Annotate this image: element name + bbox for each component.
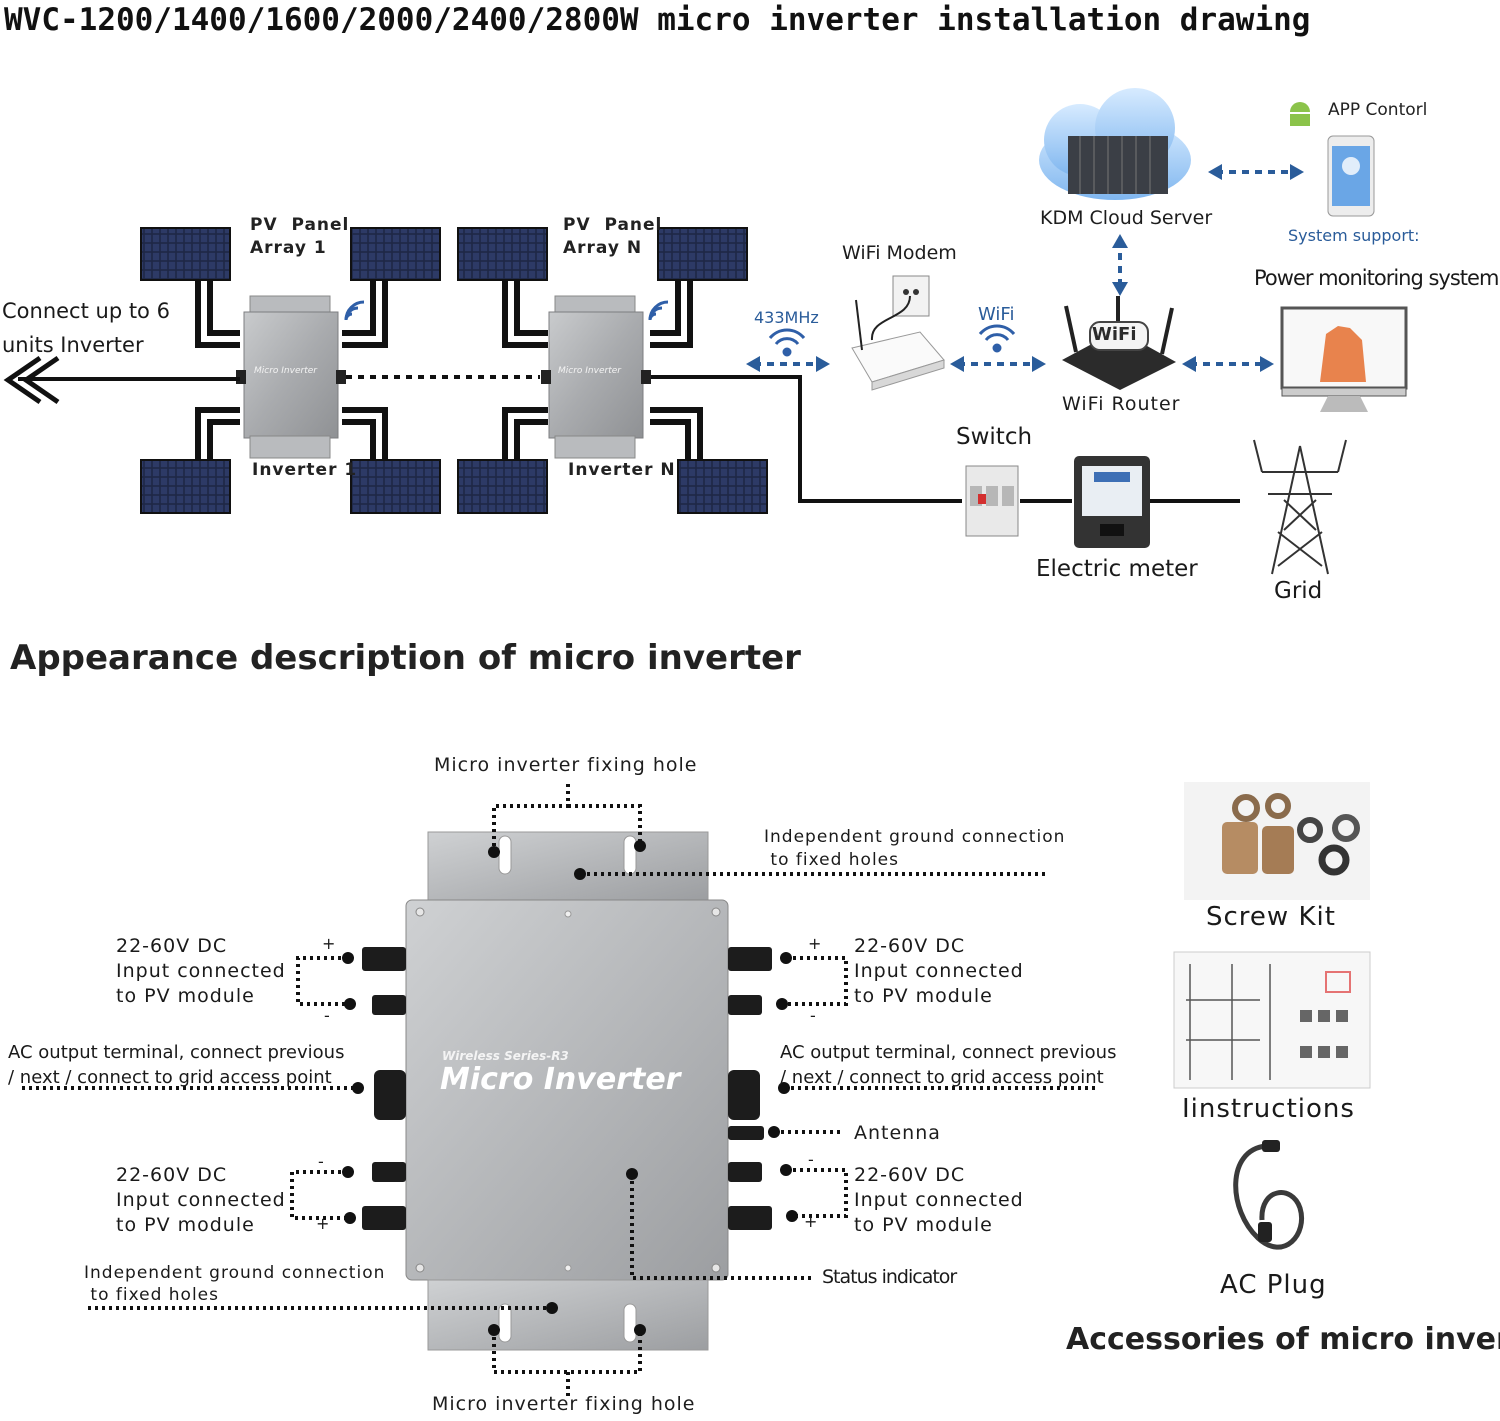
accessories-heading: Accessories of micro inverter xyxy=(1066,1322,1500,1357)
inverter-series-text: Wireless Series-R3 xyxy=(442,1049,569,1063)
label-wifi: WiFi xyxy=(978,304,1015,325)
label-wifi-modem: WiFi Modem xyxy=(842,242,957,264)
label-app-control: APP Contorl xyxy=(1328,100,1428,120)
pv-panels xyxy=(140,227,768,514)
switch-breaker-icon xyxy=(965,465,1019,537)
polarity-minus-tr: - xyxy=(810,1006,816,1025)
label-system-support: System support: xyxy=(1288,226,1420,245)
leader-lines xyxy=(22,784,1098,1398)
label-power-monitoring: Power monitoring system xyxy=(1254,266,1499,290)
polarity-minus-tl: - xyxy=(324,1006,330,1025)
ac-plug-image xyxy=(1233,1140,1304,1250)
label-fixing-hole-bottom: Micro inverter fixing hole xyxy=(432,1393,696,1415)
left-arrow-icon xyxy=(3,355,60,405)
label-inverter-1: Inverter 1 xyxy=(252,460,358,480)
comm-arrows xyxy=(754,170,1296,366)
phone-icon xyxy=(1327,135,1375,217)
label-cloud-server: KDM Cloud Server xyxy=(1040,207,1213,229)
inverter-name-text: Micro Inverter xyxy=(440,1062,681,1097)
label-ac-left: AC output terminal, connect previous / n… xyxy=(8,1042,345,1088)
pv-cables xyxy=(195,280,703,460)
wifi-modem-device xyxy=(851,275,945,391)
monitor-icon xyxy=(1280,306,1408,412)
label-433mhz: 433MHz xyxy=(754,308,819,327)
label-dc-bottom-left: 22-60V DC Input connected to PV module xyxy=(116,1164,286,1236)
wifi-router-device xyxy=(1062,296,1176,390)
label-ground-top: Independent ground connection to fixed h… xyxy=(764,827,1066,870)
polarity-plus-tl: + xyxy=(322,934,336,953)
label-ground-bottom: Independent ground connection to fixed h… xyxy=(84,1263,386,1305)
ac-bus-line xyxy=(18,375,1240,503)
polarity-plus-br: + xyxy=(804,1212,818,1231)
polarity-plus-bl: + xyxy=(316,1214,330,1233)
leader-dots xyxy=(342,840,798,1336)
polarity-plus-tr: + xyxy=(808,934,822,953)
label-screw-kit: Screw Kit xyxy=(1206,902,1336,932)
android-icon xyxy=(1290,102,1310,126)
appearance-heading: Appearance description of micro inverter xyxy=(10,638,801,678)
polarity-minus-br: - xyxy=(808,1150,814,1169)
label-electric-meter: Electric meter xyxy=(1036,556,1198,582)
inverter-n-face-text: Micro Inverter xyxy=(558,366,621,376)
wifi-icon xyxy=(768,324,1016,357)
label-fixing-hole-top: Micro inverter fixing hole xyxy=(434,754,698,776)
inverter-wireless-icon xyxy=(344,300,669,321)
comm-arrowheads xyxy=(746,164,1304,372)
label-dc-top-left: 22-60V DC Input connected to PV module xyxy=(116,935,286,1007)
label-switch: Switch xyxy=(956,424,1033,450)
page-title: WVC-1200/1400/1600/2000/2400/2800W micro… xyxy=(4,2,1311,38)
label-wifi-router: WiFi Router xyxy=(1062,393,1181,415)
screw-kit-image xyxy=(1184,782,1370,900)
polarity-minus-bl: - xyxy=(318,1152,324,1171)
label-dc-bottom-right: 22-60V DC Input connected to PV module xyxy=(854,1164,1024,1236)
label-dc-top-right: 22-60V DC Input connected to PV module xyxy=(854,935,1024,1007)
label-ac-plug: AC Plug xyxy=(1220,1270,1327,1300)
instructions-image xyxy=(1173,951,1371,1089)
label-array-n: PV Panel Array N xyxy=(563,215,663,258)
right-connectors xyxy=(728,947,772,1230)
label-array-1: PV Panel Array 1 xyxy=(250,215,350,258)
left-connectors xyxy=(362,947,406,1230)
grid-tower-icon xyxy=(1253,439,1347,575)
label-antenna: Antenna xyxy=(854,1122,941,1144)
router-wifi-badge: WiFi xyxy=(1092,324,1137,345)
inverter-n-unit xyxy=(541,295,651,459)
electric-meter-icon xyxy=(1074,456,1150,548)
label-inverter-n: Inverter N xyxy=(568,460,676,480)
label-status-indicator: Status indicator xyxy=(822,1266,957,1288)
label-grid: Grid xyxy=(1274,578,1323,604)
inverter-1-face-text: Micro Inverter xyxy=(254,366,317,376)
label-ac-right: AC output terminal, connect previous / n… xyxy=(780,1042,1117,1088)
label-connect-units: Connect up to 6 units Inverter xyxy=(2,299,170,357)
cloud-server-icon xyxy=(1039,88,1191,200)
inverter-1-unit xyxy=(236,295,346,459)
label-instructions: Iinstructions xyxy=(1182,1094,1355,1124)
